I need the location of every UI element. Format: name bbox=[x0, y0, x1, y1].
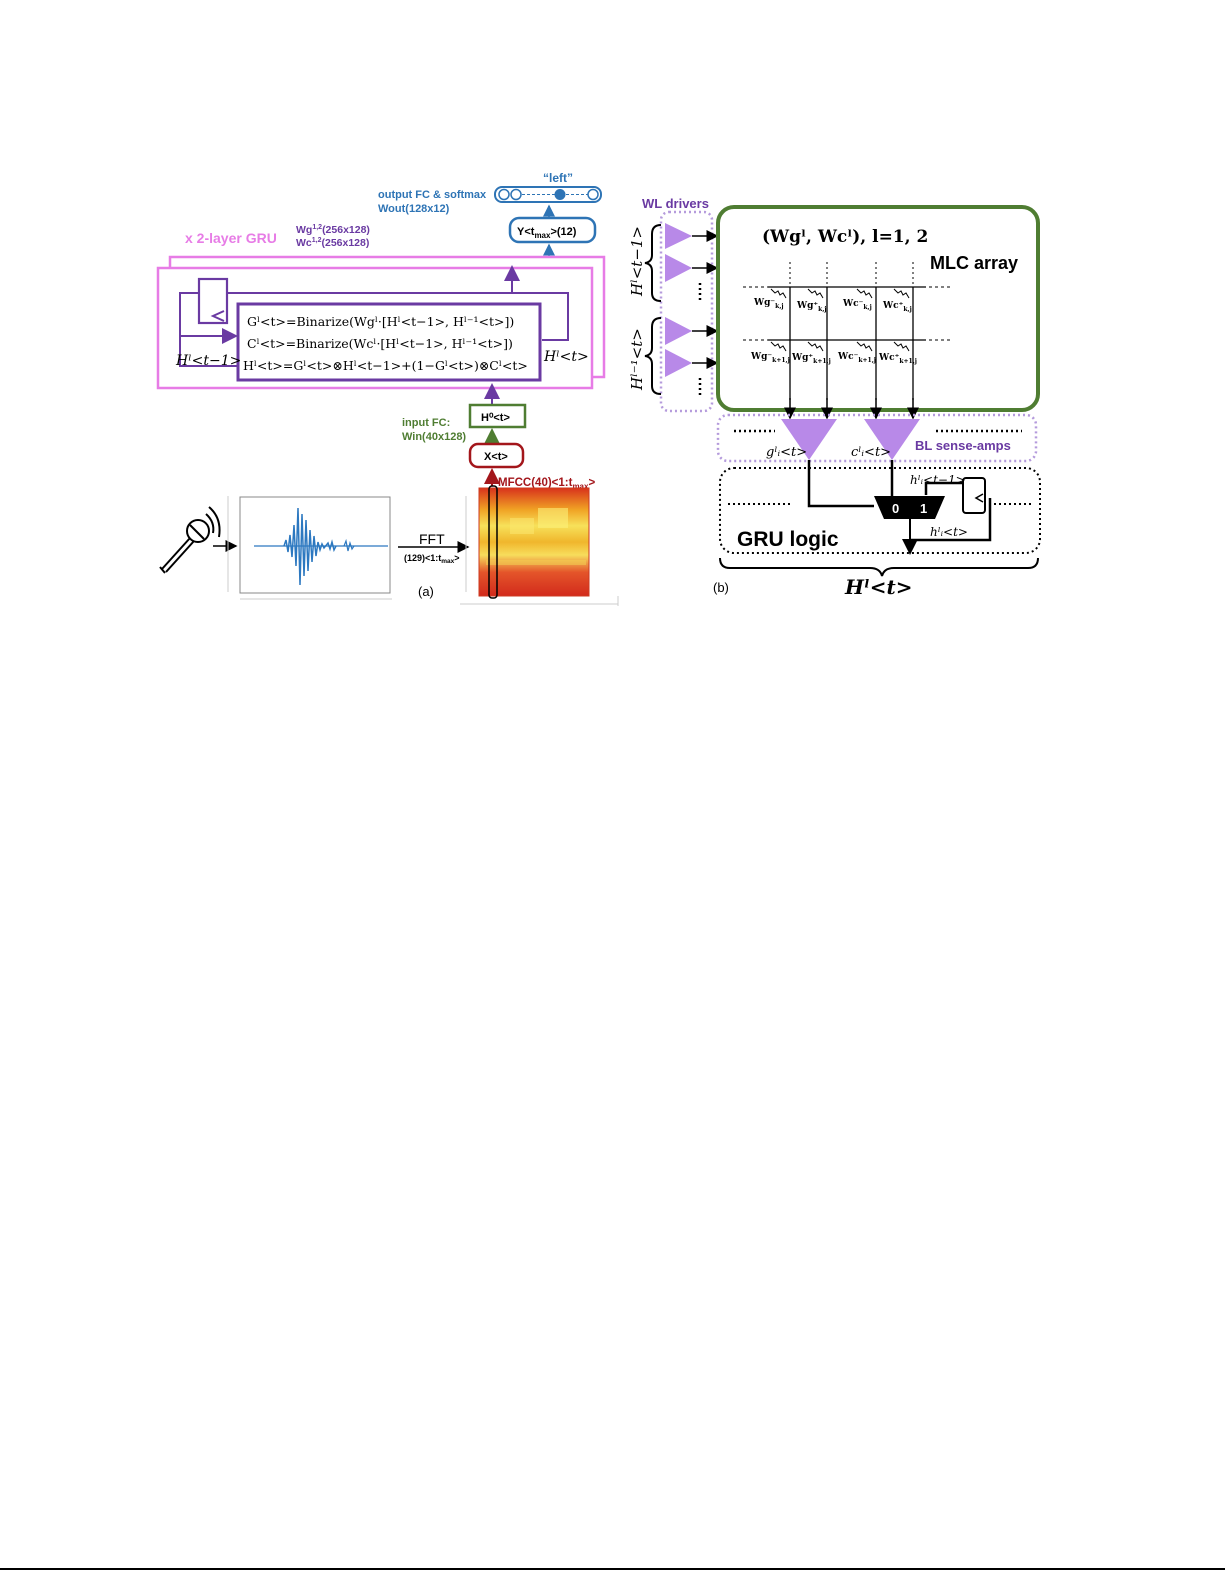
mlc-array-label: MLC array bbox=[930, 253, 1018, 273]
h0-box: H⁰<t> bbox=[468, 403, 527, 429]
h-prev-small-label: hˡᵢ<t−1> bbox=[910, 473, 966, 487]
svg-text:H⁰<t>: H⁰<t> bbox=[481, 412, 510, 424]
input-fc-label: input FC: bbox=[402, 417, 450, 429]
state-equation: Hˡ<t>=Gˡ<t>⊗Hˡ<t−1>+(1−Gˡ<t>)⊗Cˡ<t> bbox=[243, 358, 528, 373]
cell-wc-minus-k1: Wc⁻k+1,j bbox=[837, 352, 876, 364]
wg-weights-label: Wg1,2(256x128) bbox=[296, 224, 370, 236]
gru-mux bbox=[874, 496, 945, 519]
softmax-output-nodes bbox=[494, 186, 602, 203]
mux-input-0: 0 bbox=[892, 501, 899, 516]
c-output-label: cˡᵢ<t> bbox=[851, 445, 891, 460]
cell-wg-minus-k: Wg⁻k,j bbox=[753, 298, 784, 310]
svg-text:X<t>: X<t> bbox=[484, 451, 508, 463]
crossbar-grid bbox=[743, 262, 950, 408]
spectrogram-plot bbox=[460, 485, 619, 606]
output-weights-label: Wout(128x12) bbox=[378, 203, 450, 215]
recurrent-loop bbox=[179, 277, 569, 367]
cell-wc-minus-k: Wc⁻k,j bbox=[842, 299, 872, 311]
gru-layers-label: x 2-layer GRU bbox=[185, 230, 277, 246]
gru-logic-wires bbox=[807, 460, 992, 542]
g-output-label: gˡᵢ<t> bbox=[766, 445, 807, 460]
gru-equations-box bbox=[236, 302, 542, 382]
brace-lower bbox=[644, 317, 662, 395]
sense-amps-label: BL sense-amps bbox=[915, 438, 1011, 453]
prev-state-label: Hˡ<t−1> bbox=[175, 353, 241, 369]
cell-wg-plus-k: Wg⁺k,j bbox=[796, 301, 827, 313]
gate-equation: Gˡ<t>=Binarize(Wgˡ·[Hˡ<t−1>, Hˡ⁻¹<t>]) bbox=[247, 314, 514, 329]
h-small-label: hˡᵢ<t> bbox=[930, 525, 968, 539]
driver-triangles bbox=[665, 223, 719, 396]
fft-dims-label: (129)<1:tmax> bbox=[404, 553, 460, 565]
wl-drivers-label: WL drivers bbox=[642, 196, 709, 211]
fft-label: FFT bbox=[419, 531, 445, 547]
sense-amp-c bbox=[864, 419, 920, 460]
result-word: “left” bbox=[543, 171, 573, 185]
candidate-equation: Cˡ<t>=Binarize(Wcˡ·[Hˡ<t−1>, Hˡ⁻¹<t>]) bbox=[247, 336, 513, 351]
mux-input-1: 1 bbox=[920, 501, 927, 516]
gru-state-register bbox=[962, 477, 986, 514]
cell-wg-plus-k1: Wg⁺k+1,j bbox=[791, 353, 831, 365]
gru-logic-label: GRU logic bbox=[737, 528, 839, 551]
layer-output-label: Hˡ<t> bbox=[543, 349, 589, 365]
y-output-box: Y<tmax>(12) bbox=[508, 216, 597, 244]
brace-upper bbox=[644, 224, 662, 302]
time-slice-marker bbox=[488, 485, 498, 599]
panel-b: WL drivers Hˡ<t−1> Hˡ⁻¹<t> (Wgˡ, Wcˡ), l… bbox=[628, 196, 1041, 599]
layer-output-big: Hˡ<t> bbox=[844, 575, 913, 599]
gru-logic-box bbox=[719, 467, 1041, 554]
x-input-box: X<t> bbox=[468, 442, 525, 469]
cell-wc-plus-k: Wc⁺k,j bbox=[882, 301, 912, 313]
svg-text:Y<tmax>(12): Y<tmax>(12) bbox=[517, 226, 577, 240]
h-prev-vertical-label: Hˡ<t−1> bbox=[628, 226, 646, 297]
wc-weights-label: Wc1,2(256x128) bbox=[296, 237, 369, 249]
mfcc-label: MFCC(40)<1:tmax> bbox=[498, 477, 595, 491]
cell-wg-minus-k1: Wg⁻k+1,j bbox=[750, 352, 790, 364]
sense-amp-g bbox=[781, 419, 837, 460]
cell-labels: Wg⁻k,j Wg⁺k,j Wc⁻k,j Wc⁺k,j Wg⁻k+1,j Wg⁺… bbox=[750, 298, 917, 365]
h-lower-vertical-label: Hˡ⁻¹<t> bbox=[628, 328, 646, 391]
sense-amps-box bbox=[716, 413, 1038, 463]
cell-wc-plus-k1: Wc⁺k+1,j bbox=[878, 353, 917, 365]
weights-equation: (Wgˡ, Wcˡ), l=1, 2 bbox=[762, 227, 928, 247]
wl-drivers-box bbox=[659, 210, 714, 413]
page-bottom-rule bbox=[0, 1568, 1225, 1570]
waveform-plot bbox=[227, 496, 392, 600]
input-weights-label: Win(40x128) bbox=[402, 431, 466, 443]
panel-a: output FC & softmax Wout(128x12) “left” … bbox=[156, 171, 619, 606]
microphone-icon bbox=[159, 506, 221, 574]
output-fc-label: output FC & softmax bbox=[378, 189, 487, 201]
output-brace bbox=[719, 557, 1039, 577]
panel-b-caption: (b) bbox=[713, 580, 729, 595]
panel-a-caption: (a) bbox=[418, 584, 434, 599]
